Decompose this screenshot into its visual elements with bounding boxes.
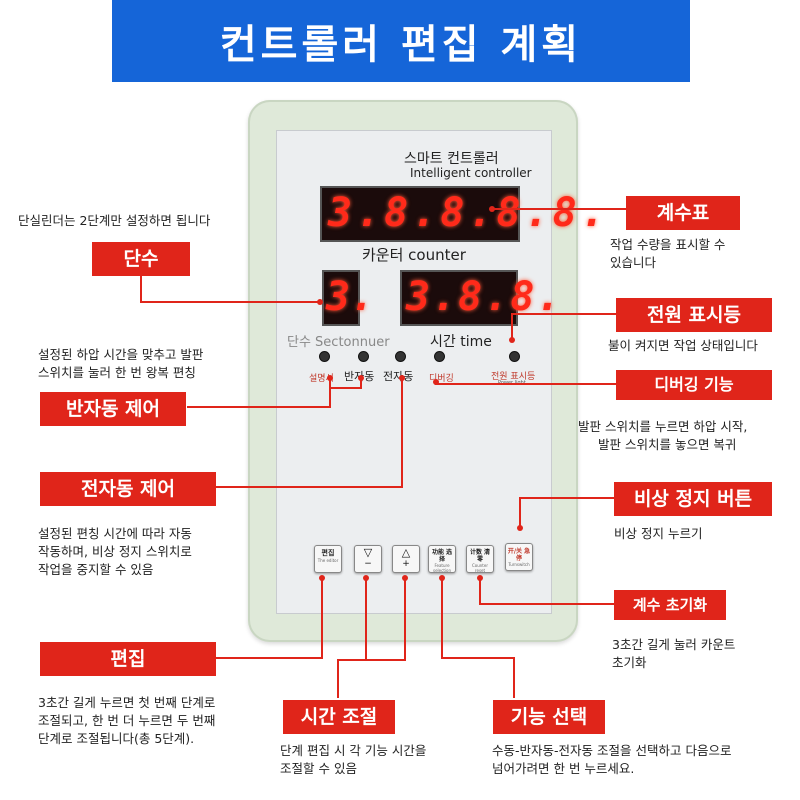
edit-desc-line1: 3초간 길게 누르면 첫 번째 단계로	[38, 695, 216, 710]
full-desc-line1: 설정된 편칭 시간에 따라 자동	[38, 526, 192, 541]
indicator-led-full	[395, 351, 406, 362]
edit-key-en: The editor	[317, 558, 339, 563]
triangle-up-icon: △	[401, 546, 411, 559]
edit-desc-line3: 단계로 조절됩니다(총 5단계).	[38, 731, 195, 746]
indicator-label-semi: 반자동	[344, 370, 375, 383]
semi-desc-line2: 스위치를 눌러 한 번 왕복 편칭	[38, 365, 196, 380]
counter-tag: 계수표	[626, 196, 740, 230]
emergency-stop-en: Turnswitch	[508, 562, 530, 567]
stage-digits: 3.	[326, 274, 375, 320]
edit-key[interactable]: 편집 The editor	[314, 545, 342, 573]
indicator-led-setting	[319, 351, 330, 362]
function-select-desc-line2: 넘어가려면 한 번 누르세요.	[492, 761, 635, 776]
triangle-down-icon: ▽	[363, 546, 373, 559]
full-desc-line3: 작업을 중지할 수 있음	[38, 562, 154, 577]
function-select-label: 功能 选择	[431, 549, 453, 563]
stage-label: 단수 Sectonnuer	[287, 335, 390, 350]
device-brand-ko: 스마트 컨트롤러	[404, 151, 499, 167]
time-up-key[interactable]: △ +	[392, 545, 420, 573]
indicator-led-debug	[434, 351, 445, 362]
debug-desc-line2: 발판 스위치를 놓으면 복귀	[598, 437, 737, 452]
power-tag: 전원 표시등	[616, 298, 772, 332]
page-title: 컨트롤러 편집 계획	[219, 22, 583, 68]
counter-reset-desc-line1: 3초간 길게 눌러 카운트	[612, 637, 736, 652]
time-adjust-desc-line2: 조절할 수 있음	[280, 761, 357, 776]
time-display: 3.8.8.	[400, 270, 561, 326]
counter-reset-key[interactable]: 计数 清零 Counter reset	[466, 545, 494, 573]
function-select-desc-line1: 수동-반자동-전자동 조절을 선택하고 다음으로	[492, 743, 732, 758]
function-select-en: Feature selection	[433, 563, 451, 573]
time-adjust-desc-line1: 단계 편집 시 각 기능 시간을	[280, 743, 427, 758]
stage-display: 3.	[322, 270, 374, 326]
counter-reset-label: 计数 清零	[469, 549, 491, 563]
debug-tag: 디버깅 기능	[616, 370, 772, 400]
edit-tag: 편집	[40, 642, 216, 676]
indicator-label-full: 전자동	[383, 370, 414, 383]
counter-desc-line1: 작업 수량을 표시할 수	[610, 237, 726, 252]
emergency-stop-label: 开/关 急停	[507, 548, 531, 562]
indicator-led-power	[509, 351, 520, 362]
power-desc: 불이 켜지면 작업 상태입니다	[608, 338, 758, 353]
emergency-desc: 비상 정지 누르기	[614, 526, 703, 541]
semi-auto-tag: 반자동 제어	[40, 392, 186, 426]
indicator-label-setting: 설명서	[309, 374, 334, 384]
counter-digits: 3.8.8.8.8.	[328, 190, 609, 236]
counter-reset-en: Counter reset	[472, 563, 488, 573]
edit-desc-line2: 조절되고, 한 번 더 누르면 두 번째	[38, 713, 216, 728]
minus-sign: −	[364, 559, 372, 569]
indicator-label-power-en: Power light	[498, 380, 526, 386]
time-digits: 3.8.8.	[406, 274, 563, 320]
indicator-label-debug: 디버깅	[429, 374, 454, 384]
debug-desc-line1: 발판 스위치를 누르면 하압 시작,	[578, 419, 748, 434]
time-down-key[interactable]: ▽ −	[354, 545, 382, 573]
function-select-key[interactable]: 功能 选择 Feature selection	[428, 545, 456, 573]
indicator-label-power: 전원 표시등	[491, 372, 536, 382]
full-desc-line2: 작동하며, 비상 정지 스위치로	[38, 544, 192, 559]
time-label: 시간 time	[430, 334, 492, 350]
plus-sign: +	[402, 559, 410, 569]
indicator-led-semi	[358, 351, 369, 362]
emergency-stop-key[interactable]: 开/关 急停 Turnswitch	[505, 543, 533, 571]
counter-reset-desc-line2: 초기화	[612, 655, 647, 670]
stage-note: 단실린더는 2단계만 설정하면 됩니다	[18, 213, 211, 228]
device-brand-en: Intelligent controller	[410, 166, 532, 180]
time-adjust-tag: 시간 조절	[283, 700, 395, 734]
full-auto-tag: 전자동 제어	[40, 472, 216, 506]
stage-tag: 단수	[92, 242, 190, 276]
function-select-tag: 기능 선택	[493, 700, 605, 734]
counter-display: 3.8.8.8.8.	[320, 186, 605, 242]
semi-desc-line1: 설정된 하압 시간을 맞추고 발판	[38, 347, 204, 362]
counter-reset-tag: 계수 초기화	[614, 590, 726, 620]
emergency-tag: 비상 정지 버튼	[614, 482, 772, 516]
edit-key-label: 편집	[321, 549, 335, 557]
counter-label: 카운터 counter	[362, 246, 466, 264]
counter-desc-line2: 있습니다	[610, 255, 657, 270]
title-banner: 컨트롤러 편집 계획	[112, 0, 690, 82]
